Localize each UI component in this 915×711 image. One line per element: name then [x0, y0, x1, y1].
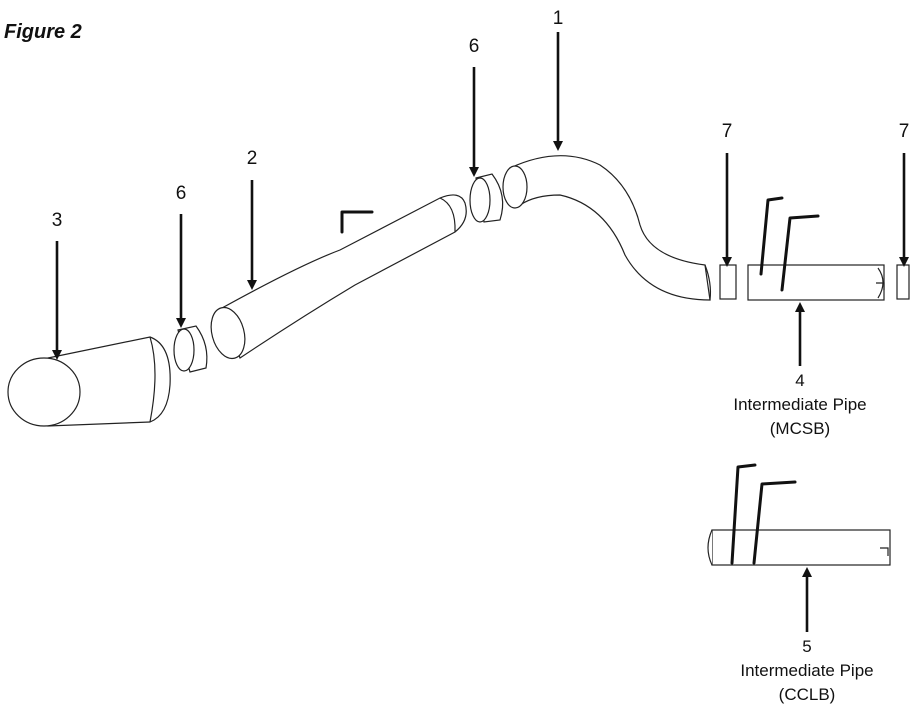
- part-4-intermediate-pipe-mcsb: [747, 196, 885, 301]
- part-3-tip: [7, 336, 171, 427]
- part-1-bent-pipe: [502, 155, 712, 301]
- caption-4-line2: (MCSB): [770, 419, 830, 438]
- callout-4: 4: [795, 371, 804, 390]
- caption-5-line2: (CCLB): [779, 685, 836, 704]
- part-6-clamp-upper: [469, 173, 504, 223]
- callout-3: 3: [52, 210, 63, 231]
- callout-7-left: 7: [722, 121, 733, 142]
- figure-title: Figure 2: [4, 21, 82, 43]
- callout-7-right: 7: [899, 121, 910, 142]
- callout-6-upper: 6: [469, 36, 480, 57]
- callout-6-lower: 6: [176, 183, 187, 204]
- callout-1: 1: [553, 8, 564, 29]
- part-2-pipe: [210, 194, 467, 360]
- callout-2: 2: [247, 148, 258, 169]
- part-6-clamp-lower: [173, 325, 208, 373]
- callout-5: 5: [802, 637, 811, 656]
- part-7-clamp-left: [719, 264, 737, 300]
- part-5-intermediate-pipe-cclb: [707, 463, 891, 566]
- part-7-clamp-right: [896, 264, 910, 300]
- caption-5-line1: Intermediate Pipe: [740, 661, 873, 680]
- caption-4-line1: Intermediate Pipe: [733, 395, 866, 414]
